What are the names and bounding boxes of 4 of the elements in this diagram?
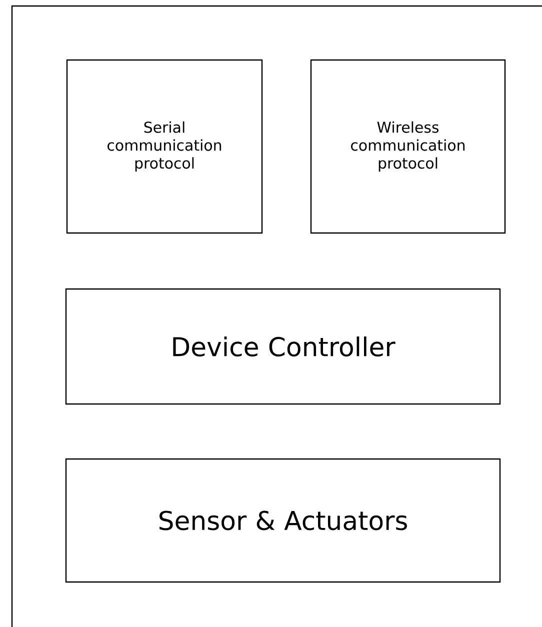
text-box: Wireless communication protocol [310, 59, 506, 234]
text-box: Sensor & Actuators [65, 458, 501, 583]
text-box: Device Controller [65, 288, 501, 405]
text-box: Serial communication protocol [66, 59, 263, 234]
